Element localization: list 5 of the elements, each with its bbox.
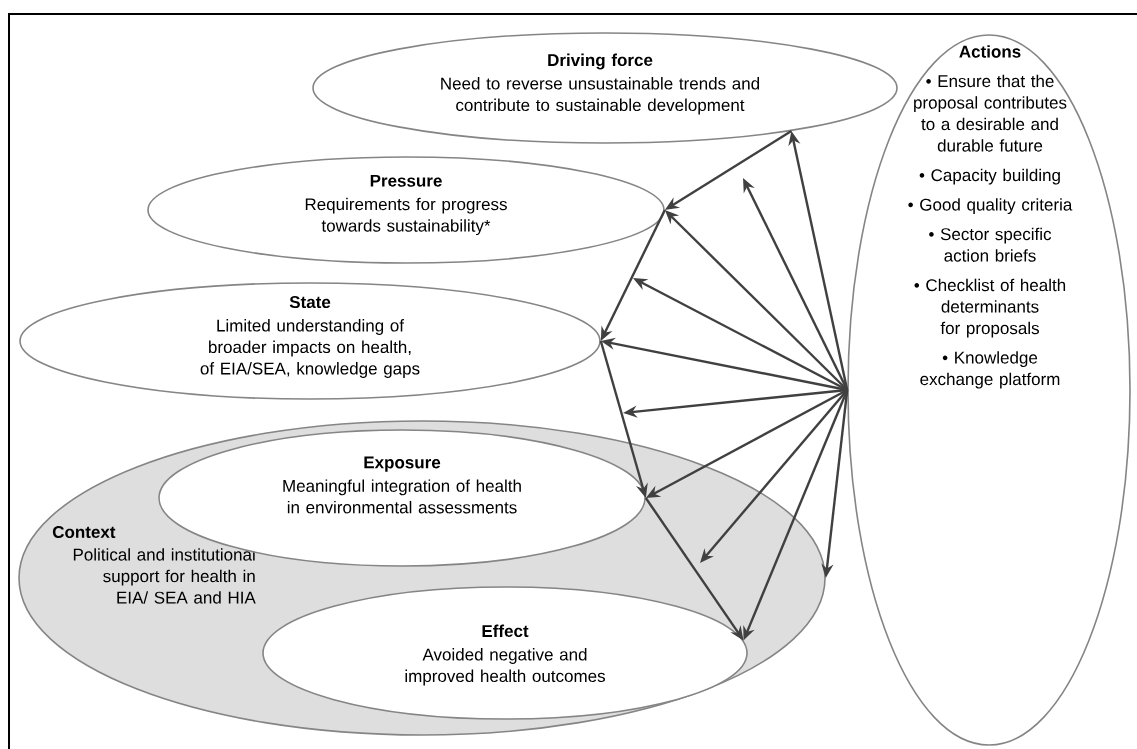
ellipse-node: Effect Avoided negative and improved health outcomes	[262, 586, 748, 720]
ellipse-node: State Limited understanding of broader impacts on health, of EIA/SEA, knowledge gaps	[19, 282, 601, 400]
ellipse-node: Driving force Need to reverse unsustainable trends and contribute to sustainable development	[312, 32, 898, 144]
ellipse-node: Pressure Requirements for progress towards sustainability*	[147, 156, 665, 264]
ellipse-node: Actions • Ensure that the proposal contributes to a desirable and durable future • Capacity building • Good quality criteria • Sector specific action briefs • Checklist of health determinants for proposals • Knowledge exchange platform	[847, 34, 1131, 746]
